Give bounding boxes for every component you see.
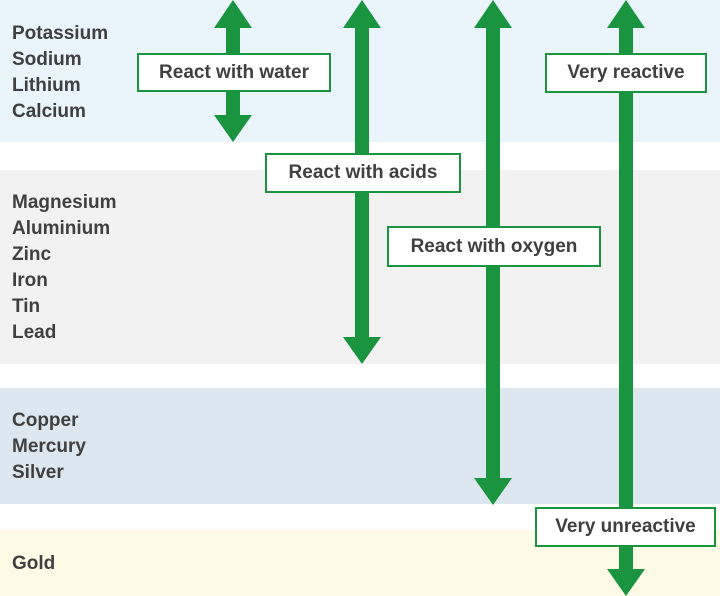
metal-tin: Tin bbox=[12, 296, 41, 317]
metal-zinc: Zinc bbox=[12, 244, 52, 265]
metal-silver: Silver bbox=[12, 462, 64, 483]
metal-group-3: Copper Mercury Silver bbox=[12, 408, 86, 486]
metal-potassium: Potassium bbox=[12, 23, 109, 44]
arrow-reactivity-scale bbox=[607, 0, 645, 596]
metal-iron: Iron bbox=[12, 270, 48, 291]
metal-magnesium: Magnesium bbox=[12, 192, 117, 213]
label-react-with-acids: React with acids bbox=[265, 153, 461, 193]
metal-group-4: Gold bbox=[12, 551, 55, 577]
metal-group-1: Potassium Sodium Lithium Calcium bbox=[12, 21, 108, 125]
label-very-reactive: Very reactive bbox=[545, 53, 707, 93]
metal-aluminium: Aluminium bbox=[12, 218, 111, 239]
metal-mercury: Mercury bbox=[12, 436, 86, 457]
metal-copper: Copper bbox=[12, 410, 79, 431]
metal-sodium: Sodium bbox=[12, 49, 82, 70]
metal-group-2: Magnesium Aluminium Zinc Iron Tin Lead bbox=[12, 190, 117, 346]
metal-lithium: Lithium bbox=[12, 75, 81, 96]
band-low-reactivity-group bbox=[0, 388, 720, 504]
metal-calcium: Calcium bbox=[12, 101, 86, 122]
metal-gold: Gold bbox=[12, 553, 56, 574]
label-react-with-water: React with water bbox=[137, 53, 331, 92]
label-react-with-oxygen: React with oxygen bbox=[387, 226, 601, 267]
label-very-unreactive: Very unreactive bbox=[535, 507, 716, 547]
metal-lead: Lead bbox=[12, 322, 57, 343]
